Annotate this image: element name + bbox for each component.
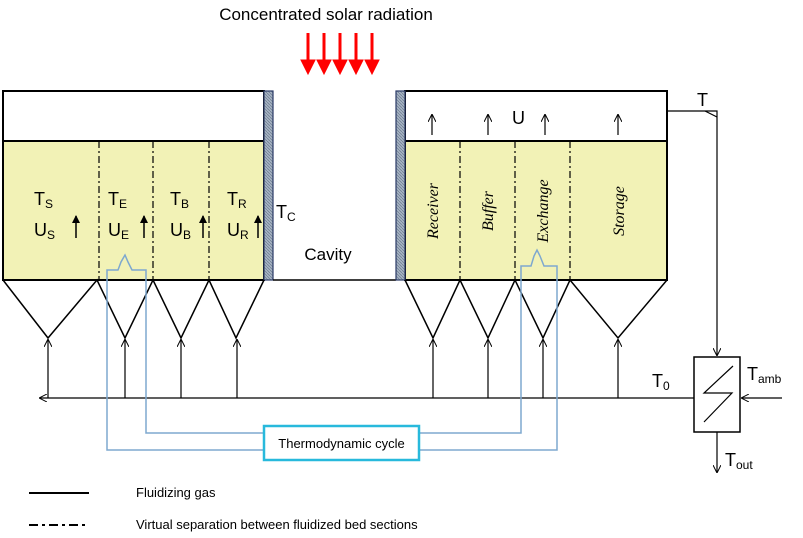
svg-text:TR: TR (227, 189, 247, 211)
left-section-e: TE UE (108, 189, 148, 242)
svg-text:UE: UE (108, 220, 129, 242)
left-wall (263, 90, 274, 281)
legend-dashdot-label: Virtual separation between fluidized bed… (136, 517, 418, 532)
section-label-storage: Storage (611, 186, 628, 236)
solar-arrow-icon (332, 33, 348, 76)
svg-text:TB: TB (170, 189, 189, 211)
legend: Fluidizing gas Virtual separation betwee… (29, 485, 418, 532)
section-label-buffer: Buffer (480, 190, 497, 231)
outlet-temp-label: T (697, 90, 708, 110)
left-gas-inlets (48, 340, 237, 398)
svg-text:TS: TS (34, 189, 53, 211)
right-gas-inlets (433, 340, 618, 398)
right-bed (405, 141, 667, 280)
right-reactor: U Receiver Buffer Exchange Storage (395, 90, 668, 398)
solar-arrow-icon (300, 33, 316, 76)
cycle-loops (106, 248, 558, 451)
left-hoppers (2, 278, 265, 340)
section-label-exchange: Exchange (535, 179, 552, 243)
ambient-temp-label: Tamb (747, 364, 782, 386)
section-label-receiver: Receiver (425, 182, 442, 240)
title: Concentrated solar radiation (219, 5, 433, 24)
solar-arrow-icon (364, 33, 380, 76)
svg-text:UR: UR (227, 220, 249, 242)
heat-exchanger (693, 356, 741, 433)
right-hoppers (404, 278, 668, 340)
svg-text:US: US (34, 220, 55, 242)
right-velocity-label: U (512, 108, 525, 128)
left-section-separators (98, 141, 210, 280)
left-section-s: TS US (34, 189, 80, 242)
exit-temp-label: Tout (725, 450, 753, 472)
solar-arrow-icon (348, 33, 364, 76)
solar-radiation-arrows (300, 33, 380, 76)
cycle-label: Thermodynamic cycle (278, 436, 404, 451)
return-temp-label: T0 (652, 371, 670, 393)
left-section-r: TR UR (227, 189, 262, 242)
svg-text:UB: UB (170, 220, 191, 242)
thermodynamic-cycle-box (262, 424, 421, 462)
right-wall (395, 90, 406, 281)
cavity-label: Cavity (304, 245, 352, 264)
svg-text:TE: TE (108, 189, 127, 211)
heat-exchanger-coil-icon (702, 365, 734, 423)
gas-outlet-line (667, 110, 717, 355)
right-section-separators (459, 141, 571, 280)
left-reactor: TS US TE UE TB UB TR UR (2, 90, 274, 398)
freeboard-arrows (432, 115, 618, 135)
left-bed (3, 141, 264, 280)
cavity-temp-label: TC (276, 202, 296, 224)
left-section-b: TB UB (170, 189, 207, 242)
legend-solid-label: Fluidizing gas (136, 485, 216, 500)
solar-arrow-icon (316, 33, 332, 76)
